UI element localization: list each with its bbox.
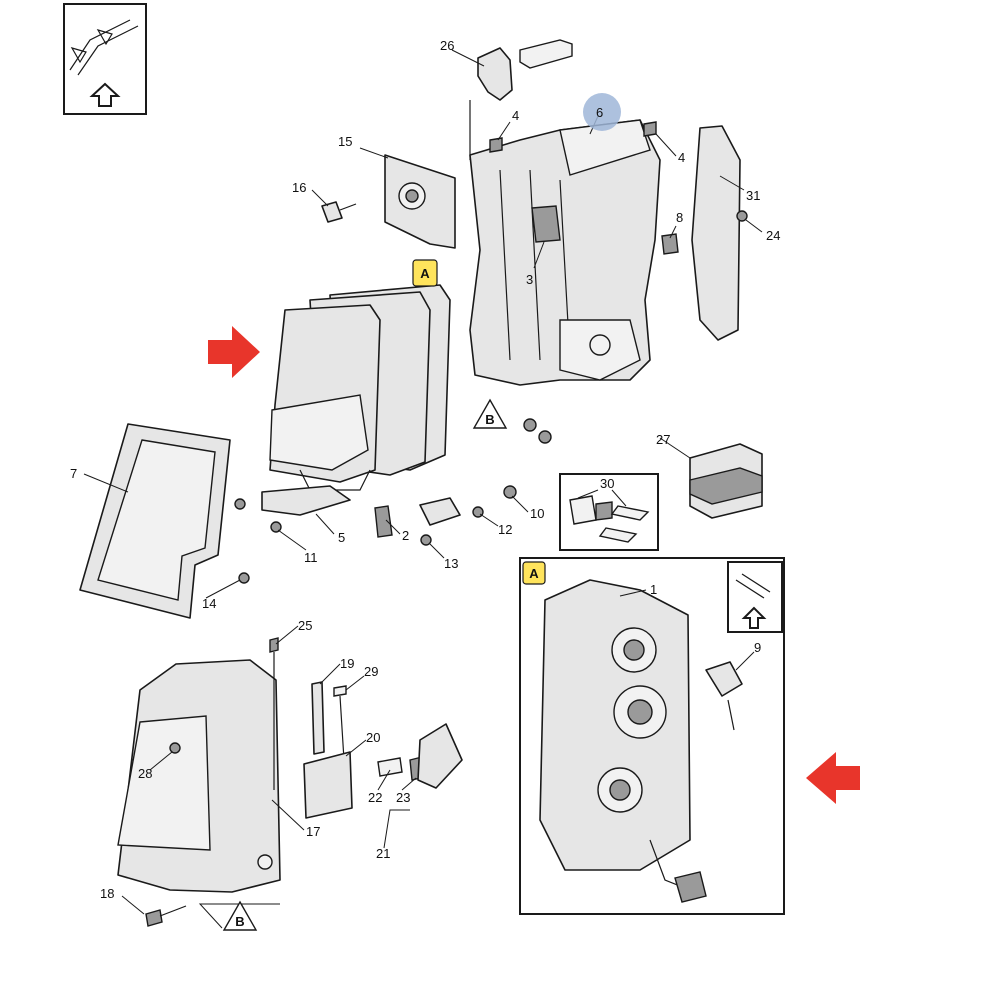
- part-27-module: [689, 443, 763, 519]
- callout-7: 7: [70, 466, 77, 481]
- callout-10: 10: [530, 506, 544, 521]
- tag-b-bracket: B: [472, 398, 508, 429]
- callout-4-left: 4: [512, 108, 519, 123]
- callout-22: 22: [368, 790, 382, 805]
- callout-28: 28: [138, 766, 152, 781]
- tag-b-corner: B: [222, 900, 258, 931]
- part-17-corner-housing: [117, 659, 281, 893]
- tag-a-main-label: A: [420, 266, 430, 281]
- callout-8: 8: [676, 210, 683, 225]
- part-3-connector: [531, 205, 561, 243]
- tag-a-detail-label: A: [529, 566, 539, 581]
- tag-a-main: A: [412, 259, 438, 287]
- part-31-trim-strip: [691, 125, 741, 341]
- leader-lines: [83, 49, 763, 929]
- part-18-screw: [145, 905, 187, 927]
- tag-b-bracket-label: B: [485, 412, 494, 427]
- part-7-bezel: [79, 423, 231, 619]
- part-26-bracket: [469, 39, 573, 160]
- callout-3: 3: [526, 272, 533, 287]
- bracket-fasteners: [234, 418, 552, 584]
- callout-25: 25: [298, 618, 312, 633]
- callout-17: 17: [306, 824, 320, 839]
- tag-b-corner-label: B: [235, 914, 244, 929]
- callout-6: 6: [596, 105, 603, 120]
- headlamp-support-frame: [469, 119, 661, 386]
- part-4-clip-right: [643, 121, 657, 137]
- callout-12: 12: [498, 522, 512, 537]
- up-arrow-icon: [89, 82, 121, 107]
- up-arrow-icon: [741, 606, 767, 629]
- callout-labels: 26 4 6 4 15 16 31 24 8 3 7 14 11 5 2 13 …: [70, 38, 780, 901]
- part-30-bulb-inset: [559, 473, 659, 551]
- red-arrow-right-icon: [208, 326, 260, 378]
- tag-a-detail: A: [522, 561, 546, 585]
- callout-29: 29: [364, 664, 378, 679]
- part-24-screw: [736, 210, 748, 222]
- callout-15: 15: [338, 134, 352, 149]
- callout-9: 9: [754, 640, 761, 655]
- callout-2: 2: [402, 528, 409, 543]
- callout-11: 11: [304, 550, 318, 565]
- callout-6-highlight: [583, 93, 621, 131]
- callout-18: 18: [100, 886, 114, 901]
- callout-5: 5: [338, 530, 345, 545]
- callout-21: 21: [376, 846, 390, 861]
- callout-4-right: 4: [678, 150, 685, 165]
- callout-19: 19: [340, 656, 354, 671]
- red-arrow-left-icon: [806, 752, 860, 804]
- callout-16: 16: [292, 180, 306, 195]
- callout-20: 20: [366, 730, 380, 745]
- callout-26: 26: [440, 38, 454, 53]
- callout-14: 14: [202, 596, 216, 611]
- part-4-clip-left: [489, 137, 503, 153]
- callout-13: 13: [444, 556, 458, 571]
- detail-box-a: [519, 557, 785, 915]
- callout-31: 31: [746, 188, 760, 203]
- orientation-box-top: [63, 3, 147, 115]
- part-16-screw: [321, 201, 357, 223]
- headlamp-unit-a: [269, 284, 451, 491]
- callout-27: 27: [656, 432, 670, 447]
- callout-23: 23: [396, 790, 410, 805]
- part-15-mounting-plate: [384, 154, 456, 249]
- callout-30: 30: [600, 476, 614, 491]
- callout-1: 1: [650, 582, 657, 597]
- corner-lamp-components: [269, 637, 463, 819]
- callout-24: 24: [766, 228, 780, 243]
